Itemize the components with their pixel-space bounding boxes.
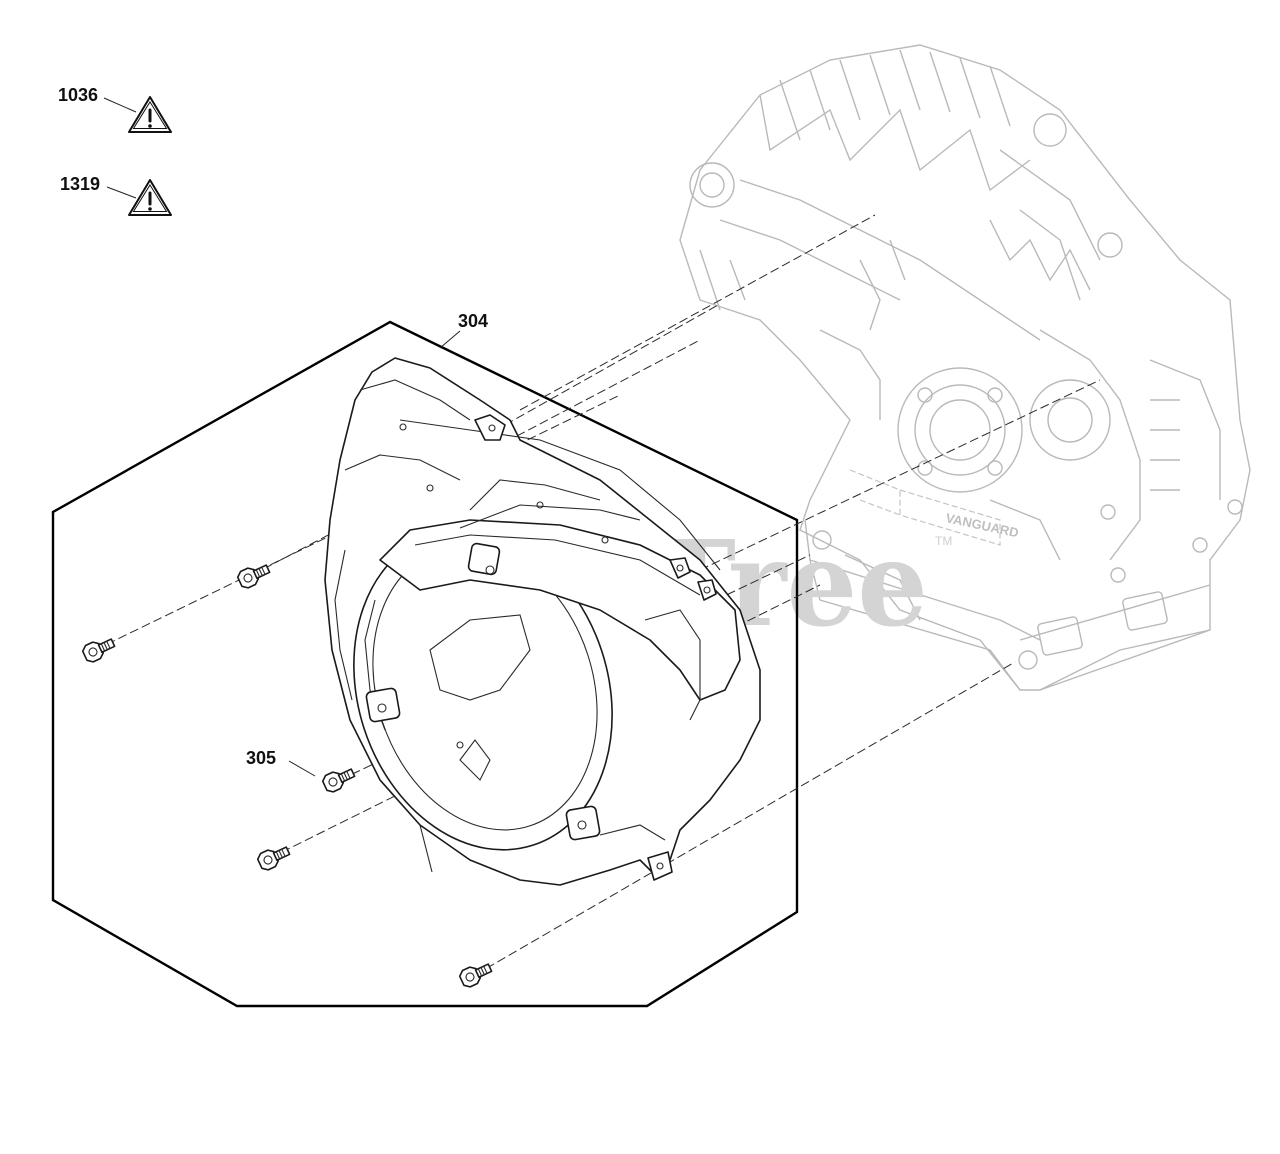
screw[interactable] bbox=[458, 960, 494, 989]
engine-block-ghost bbox=[679, 44, 1251, 691]
blower-housing[interactable] bbox=[314, 357, 761, 886]
callout-305[interactable]: 305 bbox=[246, 748, 276, 768]
callout-304[interactable]: 304 bbox=[458, 311, 488, 331]
leader-line-1036 bbox=[103, 97, 137, 113]
warning-icon[interactable] bbox=[128, 179, 172, 216]
screw[interactable] bbox=[236, 561, 272, 590]
leader-line-305 bbox=[288, 760, 316, 777]
callout-1036[interactable]: 1036 bbox=[58, 85, 98, 105]
watermark-trademark: TM bbox=[935, 534, 952, 548]
leader-line-304 bbox=[439, 330, 461, 349]
callout-1319[interactable]: 1319 bbox=[60, 174, 100, 194]
screw[interactable] bbox=[256, 843, 292, 872]
screw[interactable] bbox=[321, 765, 357, 794]
screw[interactable] bbox=[81, 635, 117, 664]
leader-line-1319 bbox=[106, 186, 137, 199]
warning-icon[interactable] bbox=[128, 96, 172, 133]
kit-outline-304 bbox=[51, 320, 799, 1008]
